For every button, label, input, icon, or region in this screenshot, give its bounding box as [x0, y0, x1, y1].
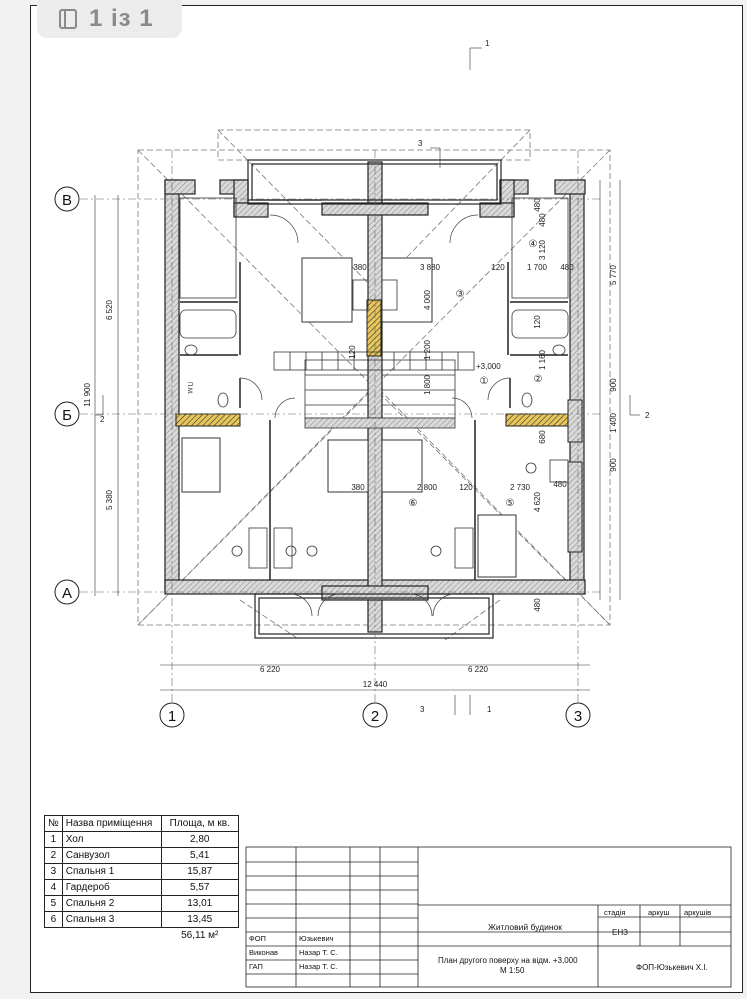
document-pages-icon: [59, 9, 77, 29]
dim-inner-14: 120: [533, 315, 542, 329]
fixtures: [179, 197, 569, 569]
dim-right-8: 480: [533, 198, 542, 212]
dim-inner-16: 480: [538, 213, 547, 227]
dim-inner-13: 680: [538, 430, 547, 444]
axis-label-1: 1: [168, 708, 176, 725]
axis-label-2: 2: [371, 708, 379, 725]
room-marker-1: ①: [480, 376, 489, 387]
company-name: ФОП-Юзькевич Х.І.: [636, 963, 708, 972]
dim-inner-6: 1 160: [538, 349, 547, 370]
room-marker-4: ④: [529, 239, 538, 250]
dim-bottom-1: 6 220: [260, 665, 281, 674]
axis-bubble-a: [54, 579, 80, 605]
grid-axes: [80, 150, 600, 705]
interior-walls: [180, 262, 568, 580]
dim-left-3: 5 380: [105, 489, 114, 510]
dim-right-7: 900: [609, 458, 618, 472]
section-mark-bottom-3: 3: [420, 705, 425, 714]
sheet-title-line1: План другого поверху на відм. +3,000: [438, 956, 578, 965]
door-swings: [239, 214, 511, 617]
sheet-label: аркуш: [648, 908, 670, 917]
room-schedule-header: № Назва приміщення Площа, м кв.: [44, 815, 239, 832]
axis-bubble-3: [565, 702, 591, 728]
table-total-row: 56,11 м²: [45, 928, 239, 944]
page-indicator[interactable]: 1 із 1: [37, 0, 182, 38]
dim-left-2: 11 900: [83, 383, 92, 407]
dim-right-10: 480: [553, 480, 567, 489]
level-mark: +3,000: [476, 362, 501, 371]
section-mark-top-3: 3: [418, 139, 423, 148]
role-3: ГАП: [249, 962, 263, 971]
dim-right-1: 5 770: [609, 264, 618, 285]
dim-inner-11: 1 200: [423, 339, 432, 360]
dim-inner-12: 1 800: [423, 374, 432, 395]
dim-bottom-2: 6 220: [468, 665, 489, 674]
dim-right-9: 480: [533, 598, 542, 612]
total-area: 56,11 м²: [181, 930, 219, 941]
section-mark-bottom-1: 1: [487, 705, 492, 714]
dim-inner-3: 120: [491, 263, 505, 272]
dim-inner-1: 380: [353, 263, 367, 272]
dim-right-2: 4 620: [533, 491, 542, 512]
section-mark-top-1: 1: [485, 39, 490, 48]
top-bay: [247, 159, 502, 205]
row-area: 13,45: [160, 911, 239, 928]
table-row: 6 Спальня 3 13,45: [44, 911, 239, 928]
axis-label-b: Б: [62, 407, 72, 424]
room-marker-6: ⑥: [409, 498, 418, 509]
dim-inner-2: 3 880: [420, 263, 441, 272]
wc-label: П.М.: [186, 382, 192, 395]
axis-bubble-1: [159, 702, 185, 728]
dim-inner-4: 4 000: [423, 289, 432, 310]
dim-inner-8: 2 800: [417, 483, 438, 492]
role-2: Виконав: [249, 948, 279, 957]
person-2: Назар Т. С.: [299, 948, 338, 957]
dim-right-3: 1 700: [527, 263, 548, 272]
axis-label-a: А: [62, 585, 72, 602]
axis-bubble-b: [54, 401, 80, 427]
bottom-balcony: [254, 593, 494, 639]
dimension-lines: [94, 47, 640, 715]
room-marker-3: ③: [456, 289, 465, 300]
dim-inner-10: 2 730: [510, 483, 531, 492]
room-marker-2: ②: [534, 374, 543, 385]
dim-right-5: 900: [609, 378, 618, 392]
vent-blocks: [175, 299, 571, 427]
dim-right-6: 1 400: [609, 412, 618, 433]
table-row: 5 Спальня 2 13,01: [44, 895, 239, 912]
section-mark-right-2: 2: [645, 411, 650, 420]
project-name: Житловий будинок: [488, 922, 562, 932]
beds: [181, 257, 517, 578]
room-schedule-table: № Назва приміщення Площа, м кв. 1 Хол 2,…: [44, 815, 239, 943]
sheet-title-line2: М 1:50: [500, 966, 525, 975]
axis-bubble-2: [362, 702, 388, 728]
axis-bubble-v: [54, 186, 80, 212]
dim-inner-5: 3 120: [538, 239, 547, 260]
dim-right-4: 480: [560, 263, 574, 272]
stage-value: ЕНЗ: [612, 928, 628, 937]
role-1: ФОП: [249, 934, 266, 943]
axis-bubbles: [54, 186, 591, 728]
page-indicator-text: 1 із 1: [89, 5, 154, 32]
dim-left-1: 6 520: [105, 299, 114, 320]
dim-inner-15: 120: [348, 345, 357, 359]
stage-label: стадія: [604, 908, 626, 917]
person-3: Назар Т. С.: [299, 962, 338, 971]
section-mark-left-2: 2: [100, 415, 105, 424]
axis-label-3: 3: [574, 708, 582, 725]
column-hatch: [567, 399, 583, 553]
person-1: Юзькевич: [299, 934, 334, 943]
sheets-label: аркушів: [684, 908, 712, 917]
staircase: [273, 351, 475, 429]
dim-inner-9: 120: [459, 483, 473, 492]
room-marker-5: ⑤: [506, 498, 515, 509]
axis-label-v: В: [62, 192, 72, 209]
dim-inner-7: 380: [351, 483, 365, 492]
dim-bottom-3: 12 440: [363, 680, 388, 689]
